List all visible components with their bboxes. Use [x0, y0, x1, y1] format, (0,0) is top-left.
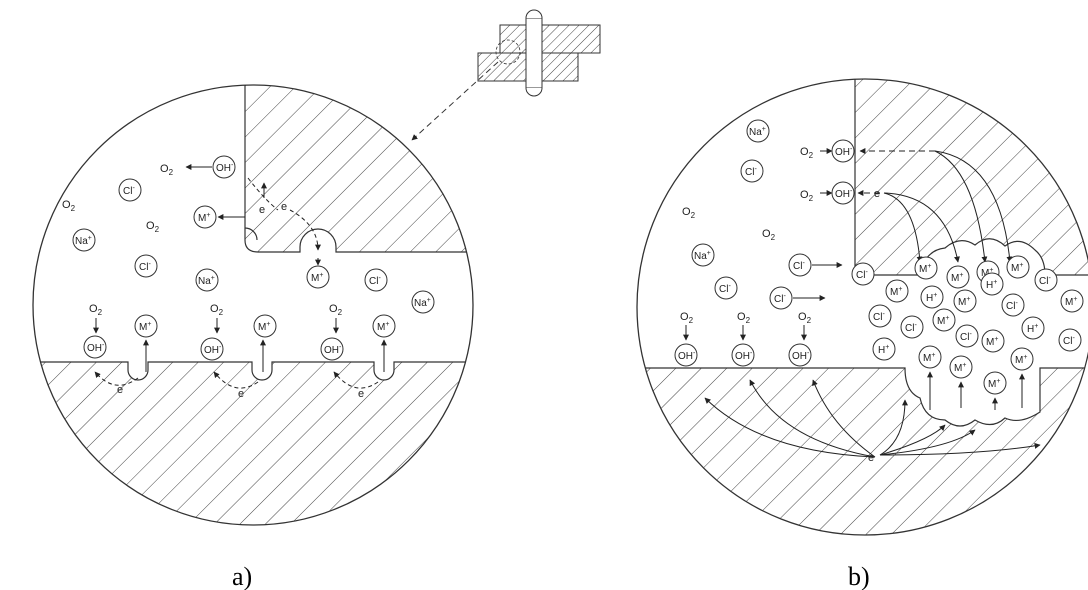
upper-plate-a — [245, 70, 500, 252]
svg-text:e: e — [358, 388, 364, 400]
o2-label: O2 — [762, 228, 776, 242]
svg-text:e: e — [238, 388, 244, 400]
caption-a: a) — [232, 562, 252, 590]
o2-label: O2 — [800, 146, 814, 160]
rivet-detail-inset — [412, 10, 600, 140]
lower-plate-b — [630, 368, 1088, 560]
panel-a: O2 OH- Cl- O2 O2 Na+ M+ e e — [20, 10, 600, 590]
o2-label: O2 — [62, 199, 76, 213]
o2-label: O2 — [798, 311, 812, 325]
o2-label: O2 — [680, 311, 694, 325]
lower-plate-a — [20, 362, 500, 540]
svg-text:e: e — [874, 188, 880, 200]
svg-text:e: e — [281, 201, 287, 213]
o2-label: O2 — [737, 311, 751, 325]
o2-label: O2 — [146, 220, 160, 234]
o2-label: O2 — [682, 206, 696, 220]
o2-label: O2 — [210, 303, 224, 317]
upper-plate-b — [855, 60, 1088, 275]
svg-text:e: e — [259, 204, 265, 216]
o2-label: O2 — [89, 303, 103, 317]
o2-label: O2 — [800, 189, 814, 203]
o2-label: O2 — [160, 163, 174, 177]
svg-text:e: e — [117, 384, 123, 396]
panel-b: Na+ O2 OH- Cl- O2 OH- e O2 O2 — [630, 60, 1088, 590]
svg-text:O2: O2 — [160, 163, 174, 177]
o2-label: O2 — [329, 303, 343, 317]
caption-b: b) — [848, 562, 870, 590]
